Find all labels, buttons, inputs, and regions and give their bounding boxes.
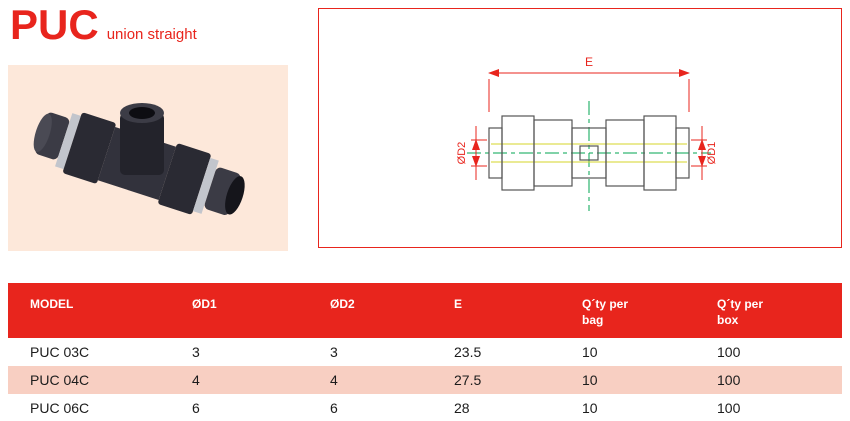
fitting-outline	[488, 115, 690, 191]
dimension-d1	[691, 126, 707, 180]
cell-d2: 3	[330, 344, 338, 360]
header-qty-bag-label: Q´ty per bag	[582, 297, 629, 327]
cell-e: 23.5	[454, 344, 482, 360]
header-model-label: MODEL	[30, 297, 74, 311]
header-e-label: E	[454, 297, 463, 311]
product-description: union straight	[106, 26, 197, 43]
technical-drawing-box: E ØD2 ØD1	[318, 8, 842, 248]
cell-qty-box: 100	[717, 344, 741, 360]
table-row: PUC 04C 4 4 27.5 10 100	[8, 366, 842, 394]
table-row: PUC 06C 6 6 28 10 100	[8, 394, 842, 421]
cell-qty-box: 100	[717, 400, 741, 416]
spec-table-wrap: MODEL ØD1 ØD2 E Q´ty per bag Q´ty per bo…	[8, 283, 842, 421]
table-header-row: MODEL ØD1 ØD2 E Q´ty per bag Q´ty per bo…	[8, 283, 842, 338]
cell-model: PUC 03C	[30, 344, 90, 360]
cell-e: 28	[454, 400, 470, 416]
cell-model: PUC 04C	[30, 372, 90, 388]
product-photo-illustration	[33, 103, 245, 215]
header-model: MODEL	[8, 283, 178, 338]
dimension-d2-label: ØD2	[456, 142, 468, 165]
product-title-block: PUC union straight	[10, 4, 197, 46]
table-row: PUC 03C 3 3 23.5 10 100	[8, 338, 842, 366]
header-qty-box: Q´ty per box	[703, 283, 842, 338]
cell-e: 27.5	[454, 372, 482, 388]
header-qty-bag: Q´ty per bag	[568, 283, 703, 338]
product-code: PUC	[10, 1, 99, 48]
product-photo	[8, 65, 288, 251]
dimension-e	[488, 69, 690, 112]
cell-d2: 6	[330, 400, 338, 416]
spec-table: MODEL ØD1 ØD2 E Q´ty per bag Q´ty per bo…	[8, 283, 842, 421]
cell-d1: 3	[192, 344, 200, 360]
cell-qty-box: 100	[717, 372, 741, 388]
cell-d1: 4	[192, 372, 200, 388]
cell-d1: 6	[192, 400, 200, 416]
header-qty-box-label: Q´ty per box	[717, 297, 764, 327]
header-d2-label: ØD2	[330, 297, 355, 311]
header-d2: ØD2	[316, 283, 440, 338]
header-d1: ØD1	[178, 283, 316, 338]
technical-drawing: E ØD2 ØD1	[456, 55, 718, 211]
dimension-e-label: E	[585, 55, 593, 69]
cell-model: PUC 06C	[30, 400, 90, 416]
dimension-d2	[471, 126, 487, 180]
cell-qty-bag: 10	[582, 344, 598, 360]
cell-qty-bag: 10	[582, 400, 598, 416]
header-d1-label: ØD1	[192, 297, 217, 311]
cell-qty-bag: 10	[582, 372, 598, 388]
cell-d2: 4	[330, 372, 338, 388]
dimension-d1-label: ØD1	[706, 142, 718, 165]
header-e: E	[440, 283, 568, 338]
